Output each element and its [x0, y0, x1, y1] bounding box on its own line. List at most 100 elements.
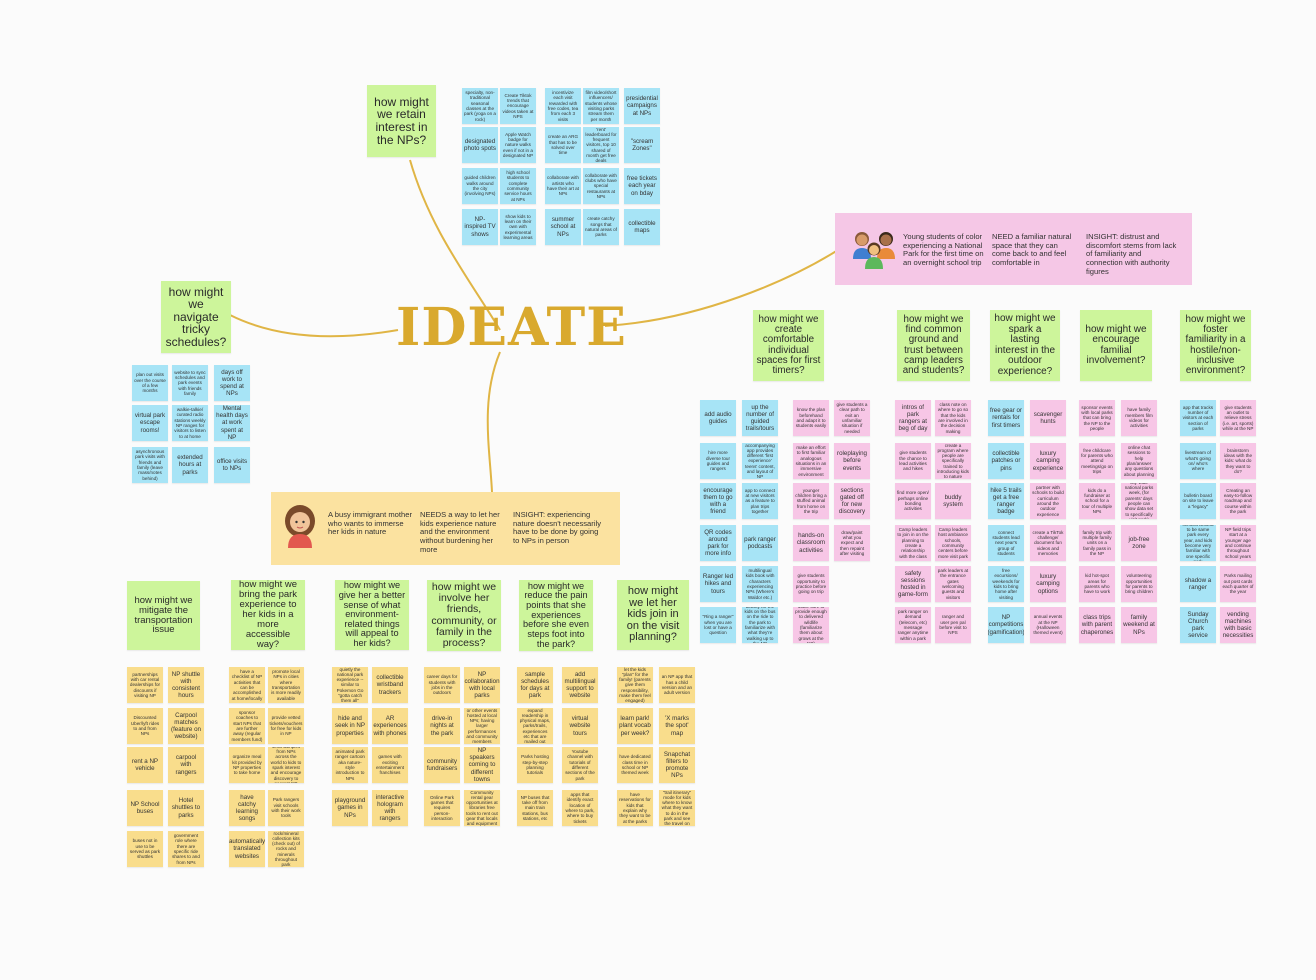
question-schedules[interactable]: how might we navigate tricky schedules? — [161, 281, 231, 353]
sticky-note[interactable]: hire more diverse tour guides and ranger… — [700, 443, 736, 479]
sticky-note[interactable]: app to connect at new visitors as a feat… — [742, 483, 778, 519]
sticky-note[interactable]: buses not in use to be served as park sh… — [127, 831, 163, 867]
sticky-note[interactable]: Park rangers visit schools with their wo… — [268, 790, 304, 826]
sticky-note[interactable]: an NP app that has a child version and a… — [659, 667, 695, 703]
sticky-note[interactable]: brainstorm ideas with the kids: what do … — [1220, 443, 1256, 479]
question-reduce[interactable]: how might we reduce the pain points that… — [519, 580, 593, 651]
sticky-note[interactable]: annual events at the NP (Halloween theme… — [1030, 607, 1066, 643]
sticky-note[interactable]: Camp leaders to join in on the planning … — [895, 525, 931, 561]
sticky-note[interactable]: carpool with rangers — [168, 747, 204, 783]
question-accessible[interactable]: how might we bring the park experience t… — [231, 580, 305, 650]
sticky-note[interactable]: high school students to complete communi… — [500, 168, 536, 204]
sticky-note[interactable]: Carpool matches (feature on website) — [168, 708, 204, 744]
sticky-note[interactable]: Camp leaders host ambiance schools, comm… — [935, 525, 971, 561]
sticky-note[interactable]: free excursions/ weekends for kids to br… — [988, 566, 1024, 602]
sticky-note[interactable]: have dedicated class time in school or N… — [617, 747, 653, 783]
sticky-note[interactable]: bulletin board on site to leave a "legac… — [1180, 483, 1216, 519]
question-involve[interactable]: how might we involve her friends, commun… — [427, 580, 501, 651]
sticky-note[interactable]: livestream of what's going on/ who's whe… — [1180, 443, 1216, 479]
question-foster[interactable]: how might we foster familiarity in a hos… — [1180, 310, 1251, 381]
sticky-note[interactable]: luxury camping options — [1030, 566, 1066, 602]
sticky-note[interactable]: let the kids "plan" for the family! (par… — [617, 667, 653, 703]
sticky-note[interactable]: hands-on classroom activities — [793, 525, 829, 561]
sticky-note[interactable]: apps that identify exact location of whe… — [562, 790, 598, 826]
sticky-note[interactable]: "scream Zones" — [624, 127, 660, 163]
sticky-note[interactable]: presidential campaigns at NPs — [624, 88, 660, 124]
sticky-note[interactable]: city-wide national parks week, (for pare… — [1121, 483, 1157, 519]
sticky-note[interactable]: partnerships with car rental dealerships… — [127, 667, 163, 703]
sticky-note[interactable]: NP-inspired TV shows — [462, 209, 498, 245]
sticky-note[interactable]: rent a NP vehicle — [127, 747, 163, 783]
sticky-note[interactable]: provide vetted tickets/vouchers for free… — [268, 708, 304, 744]
sticky-note[interactable]: NP speakers coming to different towns — [464, 747, 500, 783]
question-transport[interactable]: how might we mitigate the transportation… — [127, 581, 200, 650]
sticky-note[interactable]: give students a clear path to exit an un… — [834, 400, 870, 436]
sticky-note[interactable]: make an effort to first familiar analogo… — [793, 443, 829, 479]
question-comfortable[interactable]: how might we create comfortable individu… — [753, 310, 824, 381]
sticky-note[interactable]: sections gated off for new discovery — [834, 483, 870, 519]
sticky-note[interactable]: ranger and user pen pal before visit to … — [935, 607, 971, 643]
sticky-note[interactable]: create catchy songs that natural areas o… — [583, 209, 619, 245]
sticky-note[interactable]: family weekend at NPs — [1121, 607, 1157, 643]
sticky-note[interactable]: Creating an easy-to-follow roadmap and c… — [1220, 483, 1256, 519]
sticky-note[interactable]: have reservations for kids that explain … — [617, 790, 653, 826]
sticky-note[interactable]: know the plan beforehand and adapt it to… — [793, 400, 829, 436]
sticky-note[interactable]: create a program where people are specif… — [935, 443, 971, 479]
sticky-note[interactable]: younger children bring a stuffed animal … — [793, 483, 829, 519]
sticky-note[interactable]: Sunday Church park service — [1180, 607, 1216, 643]
sticky-note[interactable]: extended hours at parks — [172, 447, 208, 483]
sticky-note[interactable]: collectible maps — [624, 209, 660, 245]
sticky-note[interactable]: accompanying app provides different 'fir… — [742, 443, 778, 479]
sticky-note[interactable]: automatically translated websites — [229, 831, 265, 867]
sticky-note[interactable]: Youtube channel with tutorials of differ… — [562, 747, 598, 783]
question-sense[interactable]: how might we give her a better sense of … — [335, 580, 409, 650]
sticky-note[interactable]: activity for the kids on the bus on the … — [742, 607, 778, 643]
sticky-note[interactable]: free tickets each year on bday — [624, 168, 660, 204]
sticky-note[interactable]: collectible patches or pins — [988, 443, 1024, 479]
sticky-note[interactable]: NP competitions (gamification) — [988, 607, 1024, 643]
sticky-note[interactable]: give students an outlet to relieve stres… — [1220, 400, 1256, 436]
sticky-note[interactable]: scavenger hunts — [1030, 400, 1066, 436]
sticky-note[interactable]: app that tracks number of visitors at ea… — [1180, 400, 1216, 436]
sticky-note[interactable]: career days for students with jobs in th… — [424, 667, 460, 703]
sticky-note[interactable]: add multilingual support to website — [562, 667, 598, 703]
sticky-note[interactable]: shadow a ranger — [1180, 566, 1216, 602]
sticky-note[interactable]: NP School buses — [127, 790, 163, 826]
sticky-note[interactable]: find more open/ perhaps online bonding a… — [895, 483, 931, 519]
sticky-note[interactable]: buddy system — [935, 483, 971, 519]
sticky-note[interactable]: give students opportunity to practice be… — [793, 566, 829, 602]
sticky-note[interactable]: Online Park games that requires person-i… — [424, 790, 460, 826]
sticky-note[interactable]: Mental health days at work spent at NP — [214, 405, 250, 441]
sticky-note[interactable]: job-free zone — [1121, 525, 1157, 561]
sticky-note[interactable]: partner with schools to build curriculum… — [1030, 483, 1066, 519]
sticky-note[interactable]: rock/mineral collection kits (check out)… — [268, 831, 304, 867]
question-familial[interactable]: how might we encourage familial involvem… — [1080, 310, 1152, 381]
sticky-note[interactable]: collaborate with artists who have their … — [545, 168, 581, 204]
sticky-note[interactable]: encourage them to go with a friend — [700, 483, 736, 519]
sticky-note[interactable]: have catchy learning songs — [229, 790, 265, 826]
sticky-note[interactable]: luxury camping experience — [1030, 443, 1066, 479]
sticky-note[interactable]: learn park! plant vocab per week? — [617, 708, 653, 744]
sticky-note[interactable]: drive-in nights at the park — [424, 708, 460, 744]
sticky-note[interactable]: games with exciting entertainment franch… — [372, 747, 408, 783]
sticky-note[interactable]: roleplaying before events — [834, 443, 870, 479]
sticky-note[interactable]: Parks hosting step-by-step planning tuto… — [517, 747, 553, 783]
sticky-note[interactable]: office visits to NPs — [214, 447, 250, 483]
sticky-note[interactable]: create an ARG that has to be solved over… — [545, 127, 581, 163]
sticky-note[interactable]: give students the chance to lead activit… — [895, 443, 931, 479]
sticky-note[interactable]: dance classes or other events hosted at … — [464, 708, 500, 744]
sticky-note[interactable]: plan out visits over the course of a few… — [132, 365, 168, 401]
sticky-note[interactable]: Hotel shuttles to parks — [168, 790, 204, 826]
sticky-note[interactable]: have family members film videos for acti… — [1121, 400, 1157, 436]
sticky-note[interactable]: class note on where to go so that the ki… — [935, 400, 971, 436]
sticky-note[interactable]: park leaders at the entrance gates welco… — [935, 566, 971, 602]
sticky-note[interactable]: up the number of guided trails/tours — [742, 400, 778, 436]
question-spark[interactable]: how might we spark a lasting interest in… — [990, 310, 1060, 381]
sticky-note[interactable]: walkie-talkie/ curated radio stations we… — [172, 405, 208, 441]
sticky-note[interactable]: build your own "trail itinerary" mode fo… — [659, 790, 695, 826]
sticky-note[interactable]: show kids to learn on their own with exp… — [500, 209, 536, 245]
sticky-note[interactable]: Snapchat filters to promote NPs — [659, 747, 695, 783]
sticky-note[interactable]: NP buses that take off from main train s… — [517, 790, 553, 826]
sticky-note[interactable]: multilingual kids book with characters e… — [742, 566, 778, 602]
